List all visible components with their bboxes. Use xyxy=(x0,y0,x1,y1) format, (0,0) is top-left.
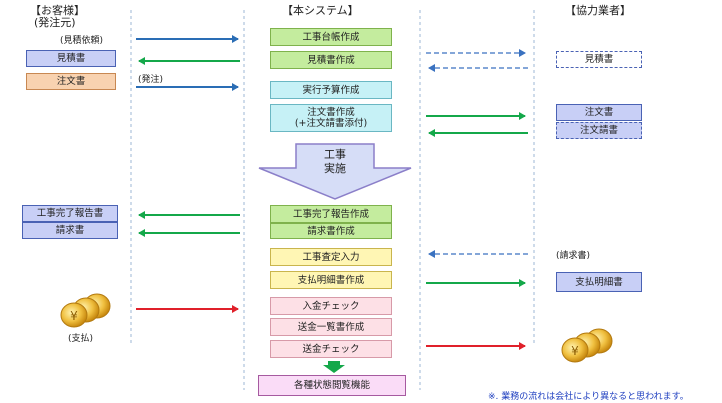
svg-text:¥: ¥ xyxy=(70,309,78,323)
remittance-list-create-box: 送金一覧書作成 xyxy=(270,318,392,336)
customer-invoice-box: 請求書 xyxy=(22,222,118,239)
work-execution-arrow-shape xyxy=(258,143,412,200)
work-execution-label: 工事 実施 xyxy=(310,148,360,176)
payment-note: (支払) xyxy=(68,334,94,344)
green-down-arrow xyxy=(323,361,345,373)
invoice-create-box: 請求書作成 xyxy=(270,223,392,239)
invoice-note: (請求書) xyxy=(556,251,591,261)
ledger-create-box: 工事台帳作成 xyxy=(270,28,392,46)
work-execution-label-line1: 工事 xyxy=(324,148,346,161)
work-execution-label-line2: 実施 xyxy=(324,162,346,175)
partner-payment-statement-box: 支払明細書 xyxy=(556,272,642,292)
customer-column-subtitle: (発注元) xyxy=(34,16,76,29)
column-separators xyxy=(130,10,535,390)
partner-order-acceptance-box: 注文請書 xyxy=(556,122,642,139)
estimate-request-note: (見積依頼) xyxy=(60,36,104,46)
partner-order-form-box: 注文書 xyxy=(556,104,642,121)
payment-statement-create-box: 支払明細書作成 xyxy=(270,271,392,289)
status-view-box: 各種状態閲覧機能 xyxy=(258,375,406,396)
customer-estimate-box: 見積書 xyxy=(26,50,116,67)
svg-text:¥: ¥ xyxy=(571,344,579,358)
coins-icon-customer: ¥ xyxy=(60,293,111,328)
order-create-box: 注文書作成 (+注文請書添付) xyxy=(270,104,392,132)
coins-icon-partner: ¥ xyxy=(561,328,613,363)
budget-create-box: 実行予算作成 xyxy=(270,81,392,99)
partner-estimate-box: 見積書 xyxy=(556,51,642,68)
assessment-input-box: 工事査定入力 xyxy=(270,248,392,266)
partner-column-title: 【協力業者】 xyxy=(565,4,631,17)
estimate-create-box: 見積書作成 xyxy=(270,51,392,69)
footnote: ※. 業務の流れは会社により異なると思われます。 xyxy=(488,392,689,402)
order-note: (発注) xyxy=(138,75,164,85)
customer-column-title: 【お客様】 xyxy=(30,4,85,17)
completion-report-create-box: 工事完了報告作成 xyxy=(270,205,392,223)
system-column-title: 【本システム】 xyxy=(282,4,359,17)
remittance-check-box: 送金チェック xyxy=(270,340,392,358)
order-create-line2: (+注文請書添付) xyxy=(294,118,368,129)
order-create-line1: 注文書作成 xyxy=(307,107,355,118)
customer-order-form-box: 注文書 xyxy=(26,73,116,90)
customer-completion-report-box: 工事完了報告書 xyxy=(22,205,118,222)
deposit-check-box: 入金チェック xyxy=(270,297,392,315)
